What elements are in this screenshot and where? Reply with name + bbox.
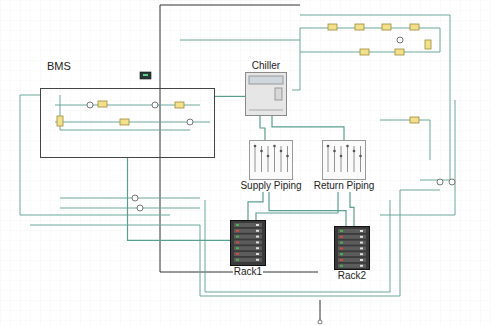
rack-icon [230, 220, 266, 266]
fluid-wire [292, 28, 300, 90]
rack-component: Rack2 [334, 226, 370, 282]
component-label: Rack2 [337, 270, 367, 282]
pipe-connector [272, 116, 344, 140]
fluid-wire [380, 100, 455, 215]
fluid-wire [20, 95, 170, 215]
signal-wire [320, 300, 321, 322]
pipe-connector [260, 116, 265, 140]
component-label: BMS [46, 60, 72, 73]
junction [449, 179, 455, 185]
fluid-wire [20, 95, 40, 96]
junction [397, 37, 403, 43]
junction [437, 179, 443, 185]
pipe-icon [249, 140, 293, 180]
pipe-connector [215, 96, 245, 97]
controller-block [57, 116, 63, 126]
chiller-icon [245, 72, 287, 116]
chiller-component: Chiller [245, 60, 287, 116]
pipe-component: Supply Piping [237, 140, 304, 192]
fluid-wire [300, 28, 440, 52]
sensor-block [410, 117, 419, 123]
component-label: Rack1 [233, 266, 263, 278]
component-label: Supply Piping [239, 180, 302, 192]
pipe-connector [269, 192, 346, 226]
rack-icon [334, 226, 370, 270]
junction [132, 195, 138, 201]
rack-component: Rack1 [230, 220, 266, 278]
junction [187, 119, 193, 125]
junction [152, 102, 158, 108]
fluid-wire [380, 120, 430, 160]
fluid-wire [300, 15, 450, 180]
sensor-block [382, 24, 391, 30]
controller-block [98, 101, 107, 107]
subsystem-frame [40, 88, 215, 158]
sensor-block [360, 49, 369, 55]
display-light [143, 74, 148, 76]
sensor-block [355, 24, 364, 30]
controller-block [120, 119, 129, 125]
sensor-block [328, 24, 337, 30]
junction [318, 320, 322, 324]
fluid-wire [30, 190, 440, 296]
sensor-block [410, 24, 419, 30]
fluid-wire [180, 40, 300, 41]
subsystem-box: BMS [40, 58, 215, 158]
signal-wire [160, 5, 318, 272]
fluid-wire [60, 208, 200, 209]
controller-block [175, 102, 184, 108]
sensor-block [395, 49, 404, 55]
pipe-connector [350, 192, 354, 226]
display-icon [140, 72, 151, 79]
pipe-connector [128, 158, 231, 240]
component-label: Return Piping [313, 180, 376, 192]
sensor-block [425, 40, 431, 49]
junction [87, 102, 93, 108]
pipe-component: Return Piping [311, 140, 378, 192]
fluid-wire [60, 95, 190, 130]
junction [137, 205, 143, 211]
signal-wire [160, 5, 300, 6]
fluid-wire [205, 200, 390, 292]
pipe-icon [322, 140, 366, 180]
fluid-wire [60, 198, 200, 199]
pipe-connector [256, 192, 338, 220]
component-label: Chiller [251, 60, 281, 72]
